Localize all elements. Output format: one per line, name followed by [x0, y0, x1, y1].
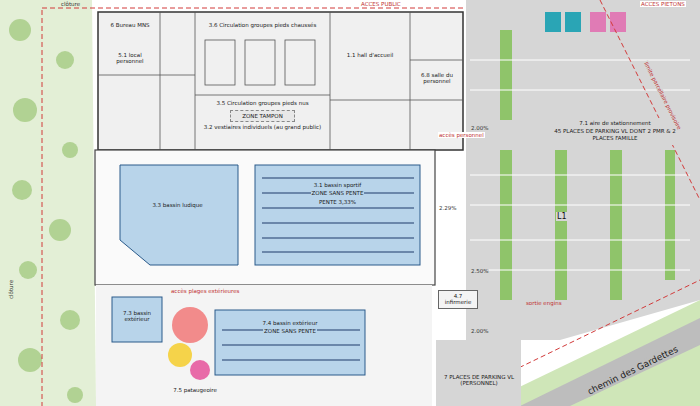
pool-area: 3.1 bassin sportifZONE SANS PENTE PENTE 3…: [270, 180, 405, 250]
map-label: chemin des Gardettes: [585, 344, 681, 398]
map-label: ACCES PIETONS: [640, 1, 686, 7]
room-name: 3.5 Circulation groupes pieds nus: [215, 100, 309, 106]
room-label: 4.7 infirmerie: [438, 290, 478, 309]
pool-area: 7.3 bassin extérieur: [112, 308, 162, 327]
room-name: 7.1 aire de stationnement: [578, 120, 651, 126]
room-label: 3.2 vestiaires individuels (au grand pub…: [200, 122, 325, 140]
map-label: 2.00%: [470, 328, 489, 334]
map-label: 2.00%: [470, 125, 489, 131]
room-name: 6.8 salle du personnel: [416, 72, 458, 85]
room-name: 5.1 local personnel: [106, 52, 154, 65]
room-label: 7 PLACES DE PARKING VL (PERSONNEL): [440, 372, 518, 392]
room-name: 7.3 bassin extérieur: [114, 310, 160, 323]
room-name: 6 Bureau MNS: [110, 22, 151, 28]
room-name: 3.1 bassin sportif: [313, 182, 362, 188]
room-name: 4.7 infirmerie: [441, 293, 475, 306]
room-name: 45 PLACES DE PARKING VL DONT 2 PMR & 2 P…: [547, 128, 683, 141]
map-label: clôture: [8, 279, 14, 300]
pool-area: 7.4 bassin extérieurZONE SANS PENTE: [230, 318, 350, 368]
room-label: 6.8 salle du personnel: [414, 70, 460, 90]
map-label: 2.50%: [470, 268, 489, 274]
room-name: 1.1 hall d'accueil: [346, 52, 395, 58]
pool-area: 7.5 pataugeoire: [165, 385, 225, 398]
room-label: ZONE TAMPON: [230, 110, 295, 122]
map-label: accès plages extérieures: [170, 288, 240, 294]
room-name: ZONE SANS PENTE: [311, 190, 365, 196]
map-label: L1: [556, 212, 568, 221]
room-name: 3.6 Circulation groupes pieds chaussés: [208, 22, 318, 28]
room-label: 5.1 local personnel: [104, 50, 156, 69]
map-label: clôture: [60, 1, 81, 7]
room-name: 7.4 bassin extérieur: [262, 320, 319, 326]
room-label: 1.1 hall d'accueil: [336, 50, 404, 70]
room-label: 6 Bureau MNS: [104, 20, 156, 40]
map-label: 2.29%: [438, 205, 457, 211]
room-name: 7 PLACES DE PARKING VL (PERSONNEL): [442, 374, 516, 387]
room-name: 7.5 pataugeoire: [172, 387, 218, 393]
room-name: 3.3 bassin ludique: [151, 202, 203, 208]
room-label: 3.6 Circulation groupes pieds chaussés: [200, 20, 325, 33]
map-label: ACCES PUBLIC: [360, 1, 402, 7]
room-name: ZONE SANS PENTE: [263, 328, 317, 334]
room-name: PENTE 3,33%: [318, 199, 357, 205]
room-label: 7.1 aire de stationnement 45 PLACES DE PA…: [545, 118, 685, 145]
map-label: accès personnel: [438, 132, 485, 138]
room-name: 3.2 vestiaires individuels (au grand pub…: [203, 124, 322, 130]
room-name: ZONE TAMPON: [241, 113, 284, 119]
map-label: sortie engins: [525, 300, 563, 306]
pool-area: 3.3 bassin ludique: [130, 200, 225, 214]
